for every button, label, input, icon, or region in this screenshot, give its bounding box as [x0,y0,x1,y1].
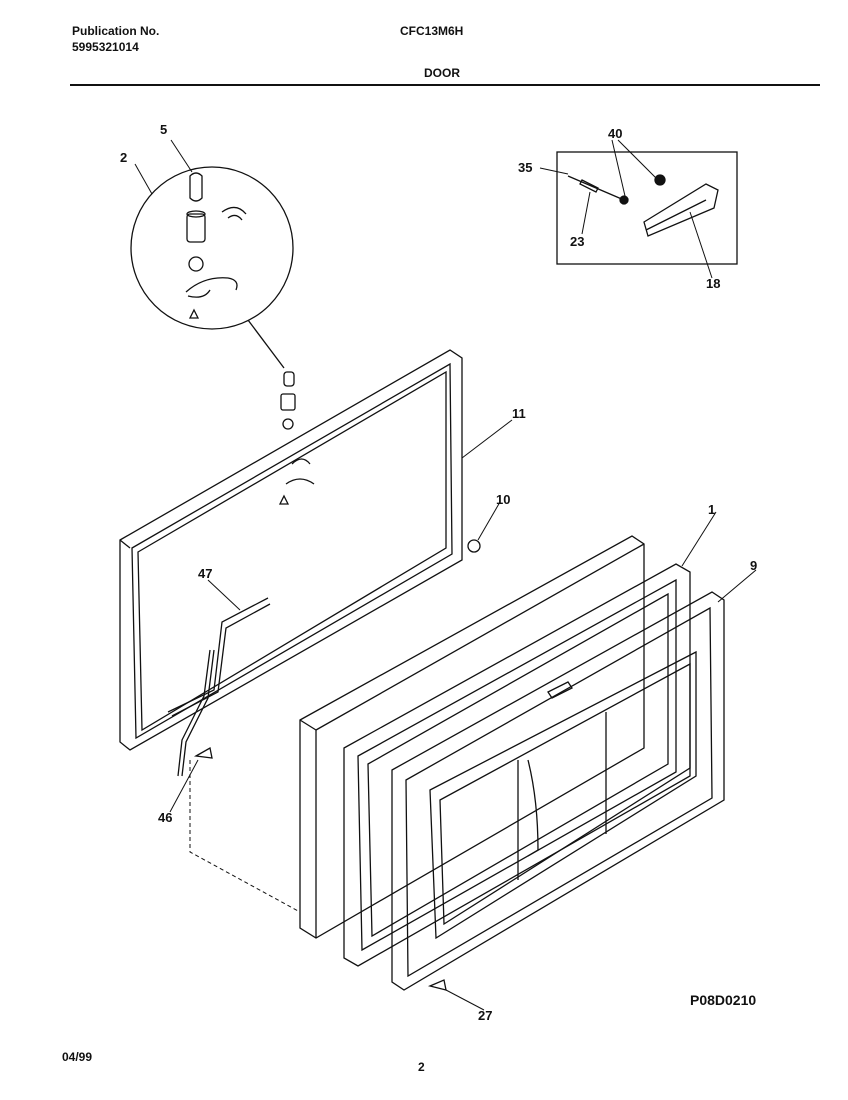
callout-5: 5 [160,122,167,137]
door-gasket [343,563,691,967]
callout-27: 27 [478,1008,492,1023]
footer-date: 04/99 [62,1050,93,1064]
callout-10: 10 [496,492,510,507]
callout-2: 2 [120,150,127,165]
model-number: CFC13M6H [400,24,464,38]
door-outer-shell [391,591,725,991]
callout-1: 1 [708,502,715,517]
callout-40: 40 [608,126,622,141]
handle-kit-inset [556,151,738,265]
callout-leaders [134,139,757,1011]
figure-code: P08D0210 [690,992,757,1008]
publication-label: Publication No. [72,24,160,38]
door-liner-back [299,535,645,939]
section-title: DOOR [424,66,460,80]
callout-46: 46 [158,810,172,825]
header-rule [70,84,820,86]
page-number: 2 [418,1060,425,1074]
callout-35: 35 [518,160,532,175]
hinge-detail-inset [130,166,294,369]
publication-number: 5995321014 [72,40,139,54]
callout-11: 11 [512,406,526,421]
callout-18: 18 [706,276,720,291]
callout-23: 23 [570,234,584,249]
callout-47: 47 [198,566,212,581]
callout-9: 9 [750,558,757,573]
door-panel-frame [119,349,481,777]
